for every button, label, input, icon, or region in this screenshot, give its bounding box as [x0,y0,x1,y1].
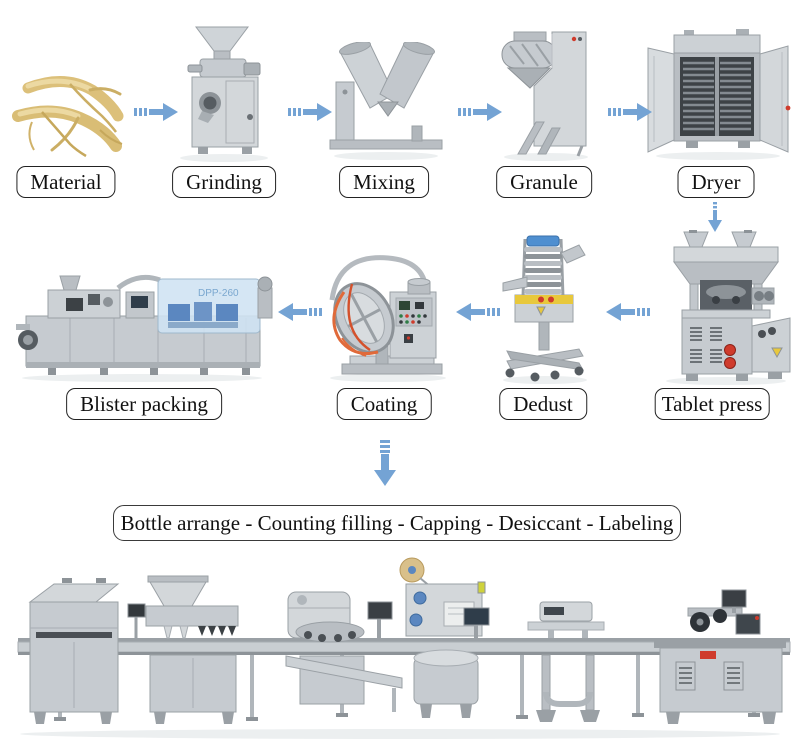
blister-machine-marking: DPP-260 [198,288,239,299]
red-dot-marker [785,105,791,111]
bottling-line-banner: Bottle arrange - Counting filling - Capp… [113,505,681,541]
stage-label-granule: Granule [496,166,592,199]
material-ginseng-image [12,75,124,158]
stage-label-coating: Coating [336,388,432,421]
blister-packing-machine-image: DPP-260 [16,274,273,382]
desiccant-inserter-machine [399,557,490,718]
counting-filling-machine [127,575,239,724]
stage-label-material: Material [16,166,116,199]
stage-label-grinding: Grinding [172,166,276,199]
flow-arrow-right-icon [608,103,652,121]
dedust-machine-image [502,235,587,384]
flow-arrow-down-large-icon [374,440,396,486]
flow-arrow-right-icon [134,103,178,121]
stage-label-dryer: Dryer [677,166,755,199]
granulator-machine-image [501,31,588,161]
capping-machine [285,591,403,712]
flow-arrow-right-icon [458,103,502,121]
grinding-machine-image [180,26,268,162]
flow-arrow-left-icon [456,303,500,321]
bottle-arranger-machine [28,578,120,724]
stage-label-dedust: Dedust [499,388,587,421]
labeling-machine [654,589,786,724]
coating-machine-image [329,255,446,382]
flow-arrow-left-icon [606,303,650,321]
bottling-line-image [17,557,791,739]
mixing-machine-image [329,42,443,160]
stage-label-blister-packing: Blister packing [66,388,222,421]
stage-label-mixing: Mixing [339,166,429,199]
flow-arrow-left-icon [278,303,322,321]
tablet-press-machine-image [666,230,791,385]
stage-label-tablet-press: Tablet press [654,388,770,421]
flow-arrow-right-icon [288,103,332,121]
induction-sealer-machine [527,601,605,722]
dryer-machine-image [647,29,789,160]
flow-arrow-down-icon [708,202,722,232]
